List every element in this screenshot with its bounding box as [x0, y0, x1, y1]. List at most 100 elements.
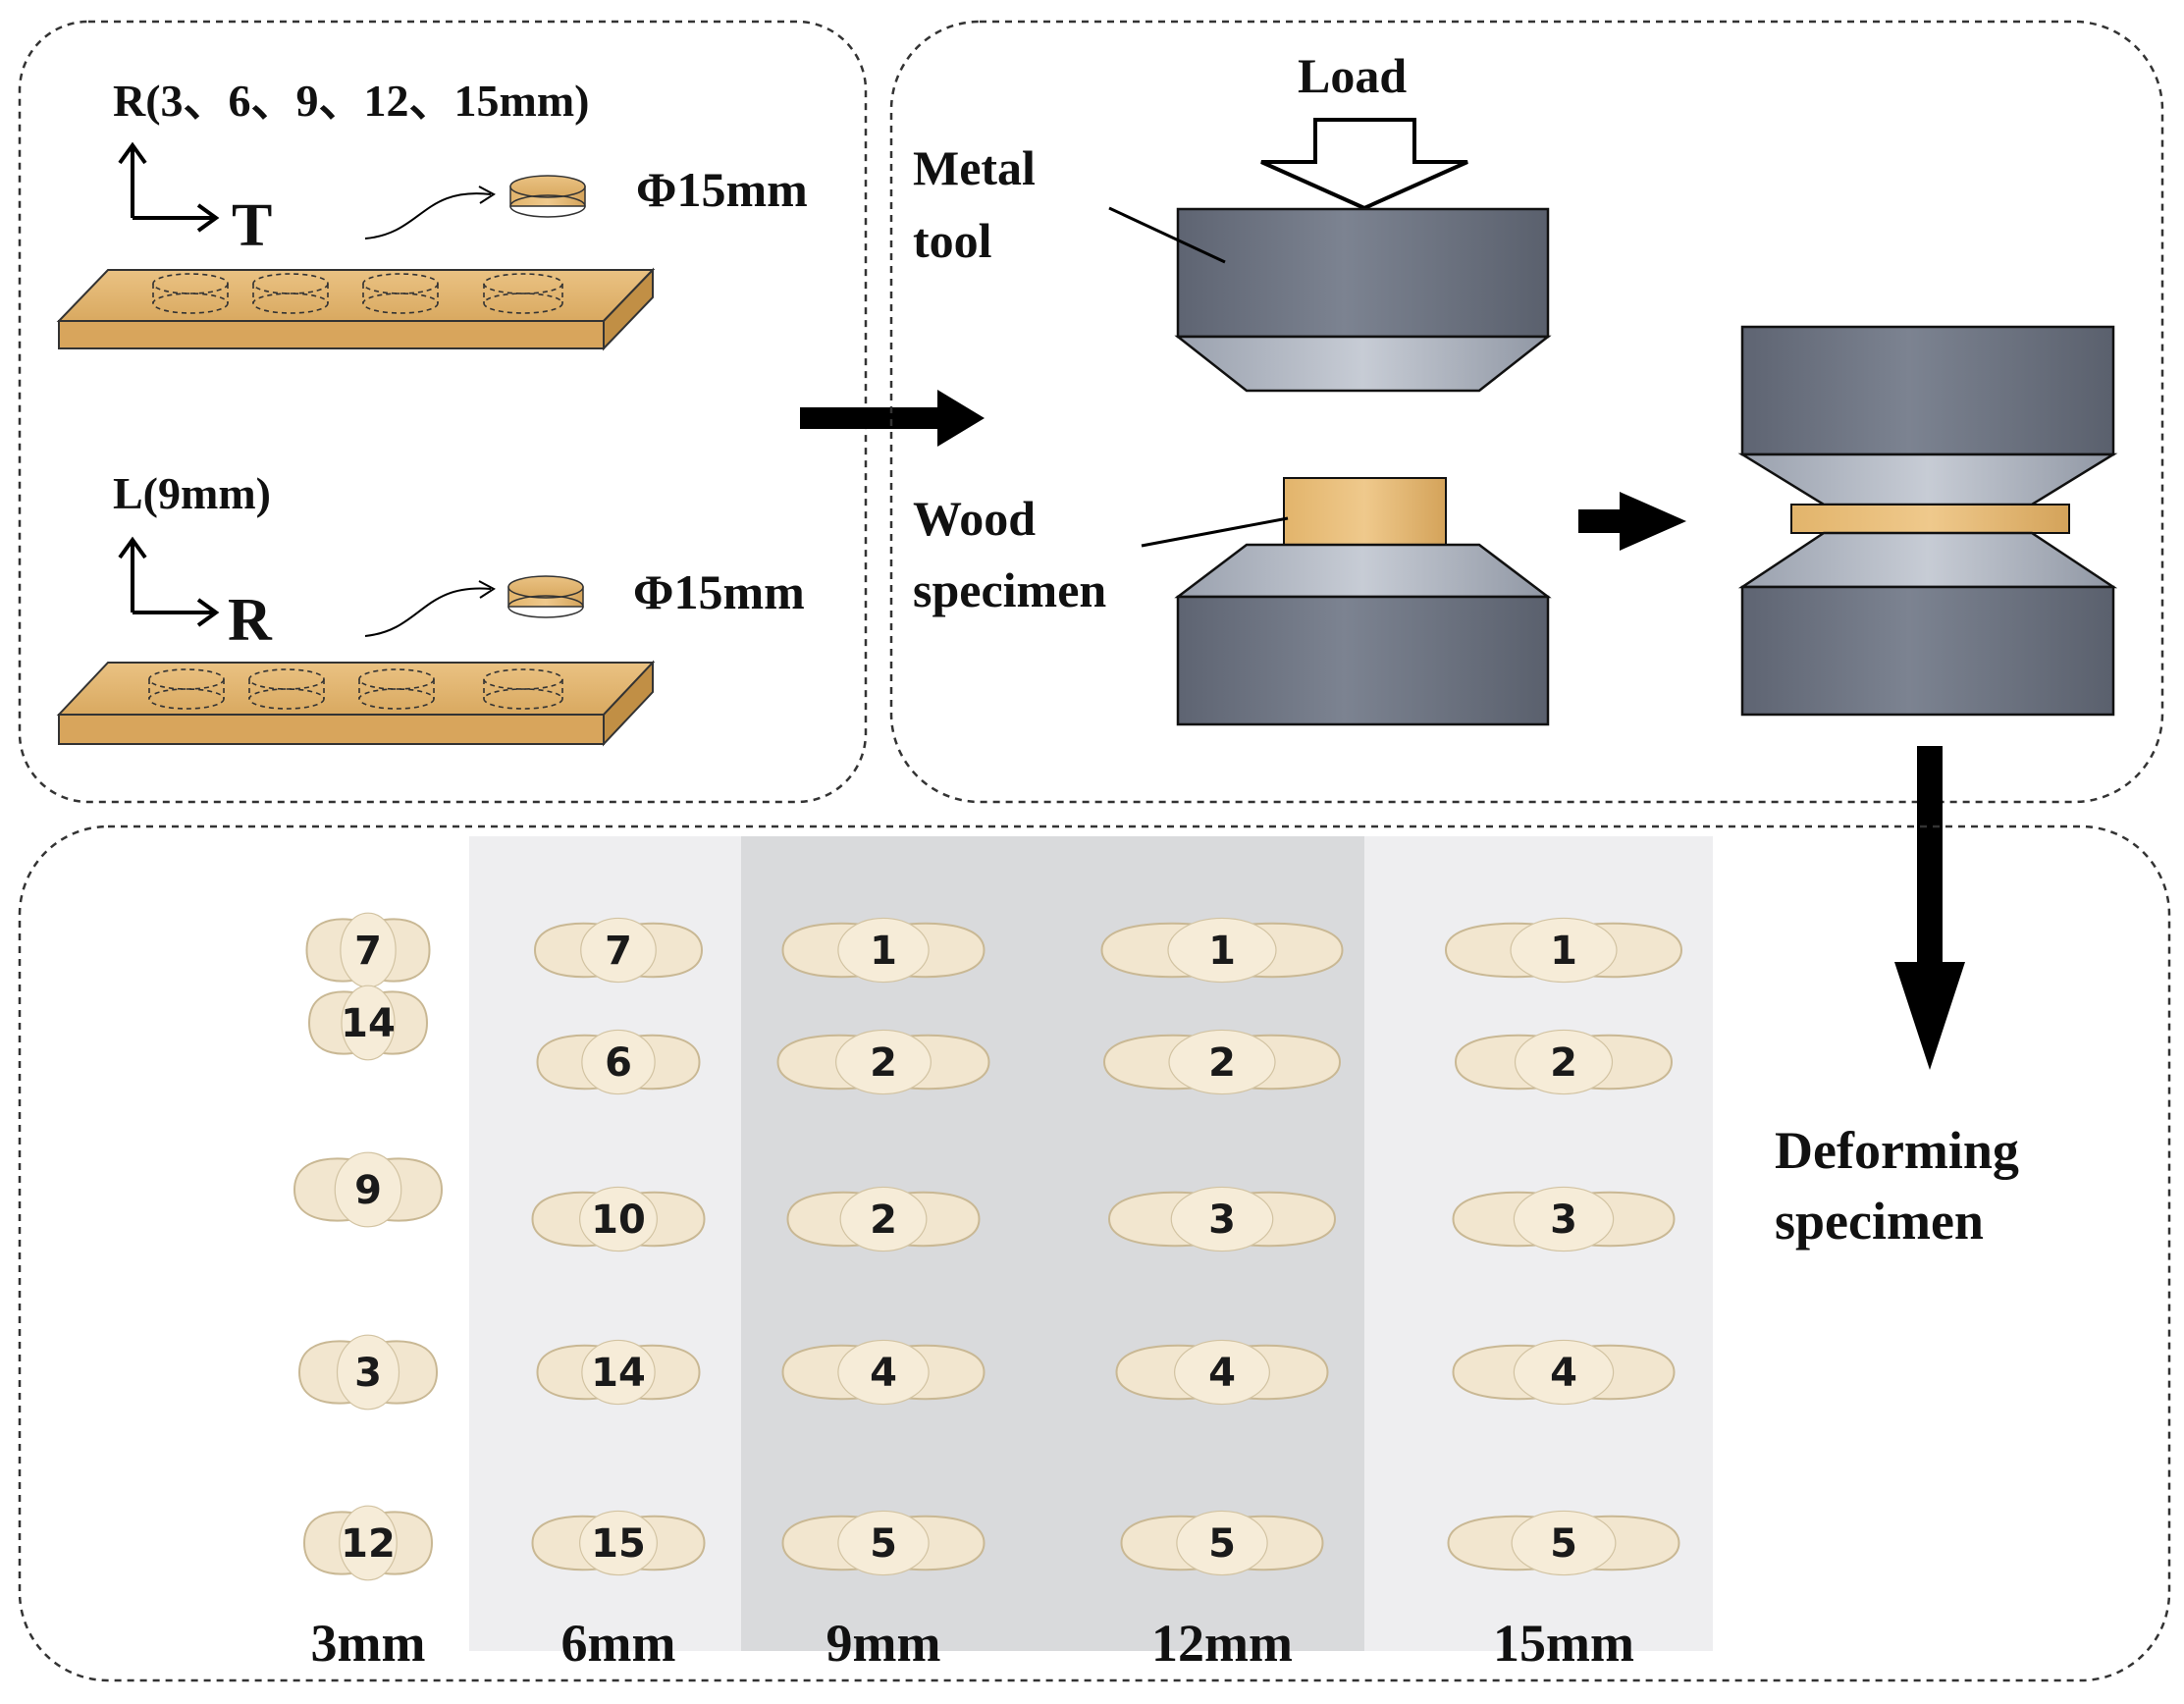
deformed-specimen: 14 — [307, 985, 429, 1061]
load-arrow-icon — [1260, 118, 1468, 211]
deforming-label-1: Deforming — [1775, 1121, 2019, 1180]
diameter-label-top: Φ15mm — [636, 162, 808, 217]
upper-metal-tool — [1174, 207, 1552, 393]
deformed-specimen: 4 — [1452, 1339, 1676, 1406]
specimen-center — [1513, 1186, 1615, 1252]
specimen-center — [341, 985, 396, 1061]
load-label: Load — [1298, 48, 1407, 103]
specimen-mark: 4 — [1550, 1351, 1577, 1396]
column-label: 12mm — [1151, 1614, 1293, 1673]
specimen-center — [580, 917, 657, 984]
disk-specimen-top — [509, 175, 586, 218]
sample-prep-top: R(3、6、9、12、15mm) T Φ15mm — [56, 76, 808, 351]
specimen-center — [839, 1186, 928, 1252]
specimen-mark: 5 — [1208, 1521, 1236, 1567]
axis-arrows-lr — [118, 536, 220, 627]
wood-specimen — [1283, 477, 1447, 546]
deformed-specimen: 2 — [1102, 1029, 1342, 1095]
deformed-specimen: 1 — [1444, 917, 1683, 984]
specimen-mark: 2 — [1208, 1040, 1236, 1086]
metal-tool-leader — [1108, 206, 1226, 264]
specimen-mark: 10 — [591, 1198, 646, 1243]
sample-prep-bottom: L(9mm) R Φ15mm — [56, 468, 805, 747]
deformed-specimen: 3 — [1107, 1186, 1337, 1252]
deformed-specimen: 4 — [781, 1339, 985, 1406]
compression-after — [1737, 325, 2118, 717]
curved-arrow-icon-2 — [364, 587, 492, 637]
specimen-center — [581, 1339, 656, 1406]
specimen-mark: 15 — [591, 1521, 646, 1567]
disk-specimen-bottom — [507, 575, 584, 618]
deformed-specimen: 15 — [531, 1510, 706, 1576]
specimen-mark: 14 — [591, 1351, 646, 1396]
specimen-center — [1170, 1186, 1274, 1252]
deformed-specimen: 7 — [533, 917, 704, 984]
deformed-specimen: 5 — [1447, 1510, 1680, 1576]
specimen-mark: 1 — [1550, 929, 1577, 974]
deformed-specimen: 14 — [536, 1339, 701, 1406]
specimen-center — [835, 1029, 932, 1095]
specimen-mark: 3 — [1208, 1198, 1236, 1243]
deformed-specimen: 1 — [1100, 917, 1344, 984]
specimen-center — [837, 1339, 930, 1406]
deformed-specimen: 5 — [1120, 1510, 1324, 1576]
deformed-specimen: 3 — [1452, 1186, 1676, 1252]
specimen-mark: 6 — [605, 1040, 632, 1086]
deforming-label-2: specimen — [1775, 1192, 1984, 1251]
axis-arrows-rt — [118, 141, 220, 233]
specimen-mark: 5 — [1550, 1521, 1577, 1567]
specimen-mark: 1 — [1208, 929, 1236, 974]
arrow-right-icon — [800, 390, 985, 447]
curved-arrow-icon — [364, 192, 492, 240]
specimen-mark: 5 — [870, 1521, 897, 1567]
specimen-mark: 2 — [870, 1198, 897, 1243]
specimen-center — [837, 1510, 930, 1576]
specimen-center — [334, 1151, 402, 1228]
specimen-center — [339, 1505, 398, 1581]
panel-deformed-specimens — [18, 825, 2171, 1682]
deformed-specimen: 2 — [776, 1029, 990, 1095]
specimen-column: 1 2 2 4 5 — [776, 917, 990, 1576]
column-label: 3mm — [311, 1614, 426, 1673]
wood-board-bottom — [56, 660, 656, 747]
deformed-specimen: 2 — [786, 1186, 981, 1252]
specimen-center — [1510, 917, 1618, 984]
specimen-center — [1511, 1510, 1617, 1576]
column-labels: 3mm 6mm 9mm 12mm 15mm — [311, 1614, 1634, 1673]
specimen-mark: 7 — [354, 929, 382, 974]
specimen-center — [1176, 1510, 1268, 1576]
compressed-specimen — [1790, 504, 2070, 534]
specimen-center — [336, 1334, 400, 1411]
arrow-down-icon — [1894, 746, 1965, 1070]
column-label: 6mm — [561, 1614, 676, 1673]
specimen-center — [1513, 1339, 1615, 1406]
specimen-column: 1 2 3 4 5 — [1100, 917, 1344, 1576]
t-axis-label: T — [232, 192, 272, 259]
compression-before: Load Metal tool Wood specimen — [913, 48, 1552, 726]
panel-compression-setup — [889, 20, 2164, 804]
deformed-specimen: 12 — [302, 1505, 434, 1581]
specimen-mark: 3 — [1550, 1198, 1577, 1243]
specimen-center — [1167, 917, 1277, 984]
specimen-mark: 3 — [354, 1351, 382, 1396]
lower-metal-tool — [1174, 543, 1552, 726]
r-axis-title: R(3、6、9、12、15mm) — [113, 76, 590, 126]
deformed-specimen: 4 — [1115, 1339, 1329, 1406]
l-axis-title: L(9mm) — [113, 468, 271, 518]
column-label: 15mm — [1493, 1614, 1634, 1673]
wood-specimen-label-2: specimen — [913, 562, 1106, 617]
specimen-mark: 1 — [870, 929, 897, 974]
metal-tool-label-2: tool — [913, 213, 992, 268]
diameter-label-bottom: Φ15mm — [633, 564, 805, 619]
specimen-mark: 14 — [341, 1001, 396, 1046]
specimen-mark: 7 — [605, 929, 632, 974]
column-label: 9mm — [826, 1614, 941, 1673]
wood-board-top — [56, 267, 656, 351]
specimen-center — [1168, 1029, 1276, 1095]
specimen-column: 7 14 9 3 12 — [293, 912, 444, 1581]
deformed-specimen: 5 — [781, 1510, 985, 1576]
deformed-specimen: 9 — [293, 1151, 444, 1228]
